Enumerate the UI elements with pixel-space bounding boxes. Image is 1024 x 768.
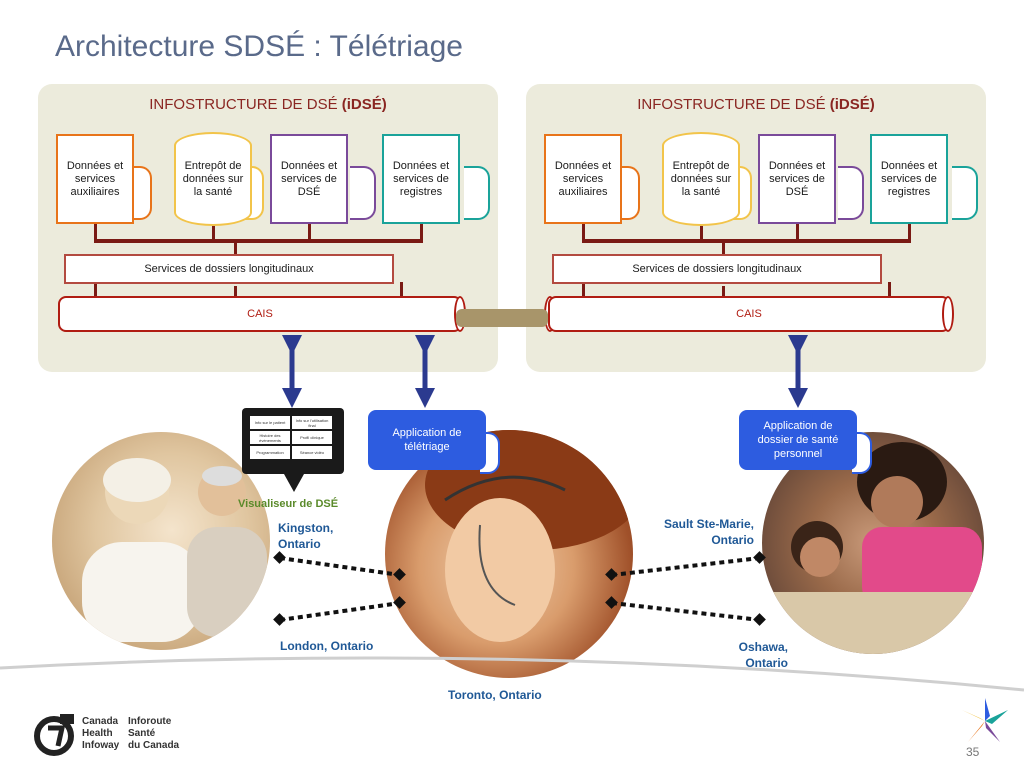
- database-icon: [838, 166, 864, 220]
- couple-illustration: [82, 458, 267, 642]
- connection-dots-icon: [279, 556, 401, 577]
- couple-photo: [52, 432, 270, 650]
- cais-pipe: CAIS: [548, 296, 950, 332]
- ancillary-data-box: Données et services auxiliaires: [56, 134, 134, 224]
- connection-dots-icon: [611, 601, 761, 622]
- registries-data-box: Données et services de registres: [870, 134, 948, 224]
- health-data-warehouse-box: Entrepôt de données sur la santé: [662, 132, 740, 226]
- longitudinal-records-services: Services de dossiers longitudinaux: [552, 254, 882, 284]
- database-icon: [952, 166, 978, 220]
- star-logo-icon: [962, 698, 1008, 742]
- viewer-cell: Programmation: [250, 446, 290, 459]
- monitor-stand: [284, 474, 304, 492]
- panel-title: INFOSTRUCTURE DE DSÉ (iDSÉ): [149, 96, 387, 113]
- city-sault-ste-marie: Sault Ste-Marie, Ontario: [663, 517, 754, 547]
- viewer-cell: Histoire des événements: [250, 431, 290, 444]
- database-icon: [852, 432, 872, 474]
- connector-bus: [94, 239, 423, 243]
- viewer-label: Visualiseur de DSÉ: [238, 498, 339, 510]
- cais-link: [456, 309, 548, 327]
- infostructure-panel-right: INFOSTRUCTURE DE DSÉ (iDSÉ) Données et s…: [526, 84, 986, 372]
- connection-dots-icon: [611, 556, 761, 577]
- ehr-viewer-monitor: Info sur le patient Info sur l'utilisati…: [242, 408, 344, 474]
- health-data-warehouse-box: Entrepôt de données sur la santé: [174, 132, 252, 226]
- city-oshawa: Oshawa, Ontario: [738, 640, 788, 670]
- teletriage-app: Application de télétriage: [368, 410, 486, 470]
- personal-health-record-app: Application de dossier de santé personne…: [739, 410, 857, 470]
- longitudinal-records-services: Services de dossiers longitudinaux: [64, 254, 394, 284]
- city-kingston: Kingston, Ontario: [278, 521, 334, 551]
- connector-bus: [582, 239, 911, 243]
- nurse-photo: [385, 430, 633, 678]
- page-number: 35: [966, 745, 980, 759]
- viewer-cell: Profil clinique: [292, 431, 332, 444]
- connection-dots-icon: [279, 601, 401, 622]
- viewer-cell: Séance vidéo: [292, 446, 332, 459]
- city-toronto: Toronto, Ontario: [448, 688, 542, 702]
- canada-health-infoway-logo-icon: [32, 710, 80, 758]
- ancillary-data-box: Données et services auxiliaires: [544, 134, 622, 224]
- viewer-cell: Info sur l'utilisation final: [292, 416, 332, 429]
- ehr-data-box: Données et services de DSÉ: [270, 134, 348, 224]
- infostructure-panel-left: INFOSTRUCTURE DE DSÉ (iDSÉ) Données et s…: [38, 84, 498, 372]
- viewer-cell: Info sur le patient: [250, 416, 290, 429]
- database-icon: [464, 166, 490, 220]
- ehr-data-box: Données et services de DSÉ: [758, 134, 836, 224]
- city-london: London, Ontario: [280, 639, 374, 653]
- cais-pipe: CAIS: [58, 296, 462, 332]
- page-title: Architecture SDSÉ : Télétriage: [55, 30, 463, 63]
- mother-child-illustration: [762, 442, 984, 654]
- panel-title: INFOSTRUCTURE DE DSÉ (iDSÉ): [637, 96, 875, 113]
- database-icon: [350, 166, 376, 220]
- registries-data-box: Données et services de registres: [382, 134, 460, 224]
